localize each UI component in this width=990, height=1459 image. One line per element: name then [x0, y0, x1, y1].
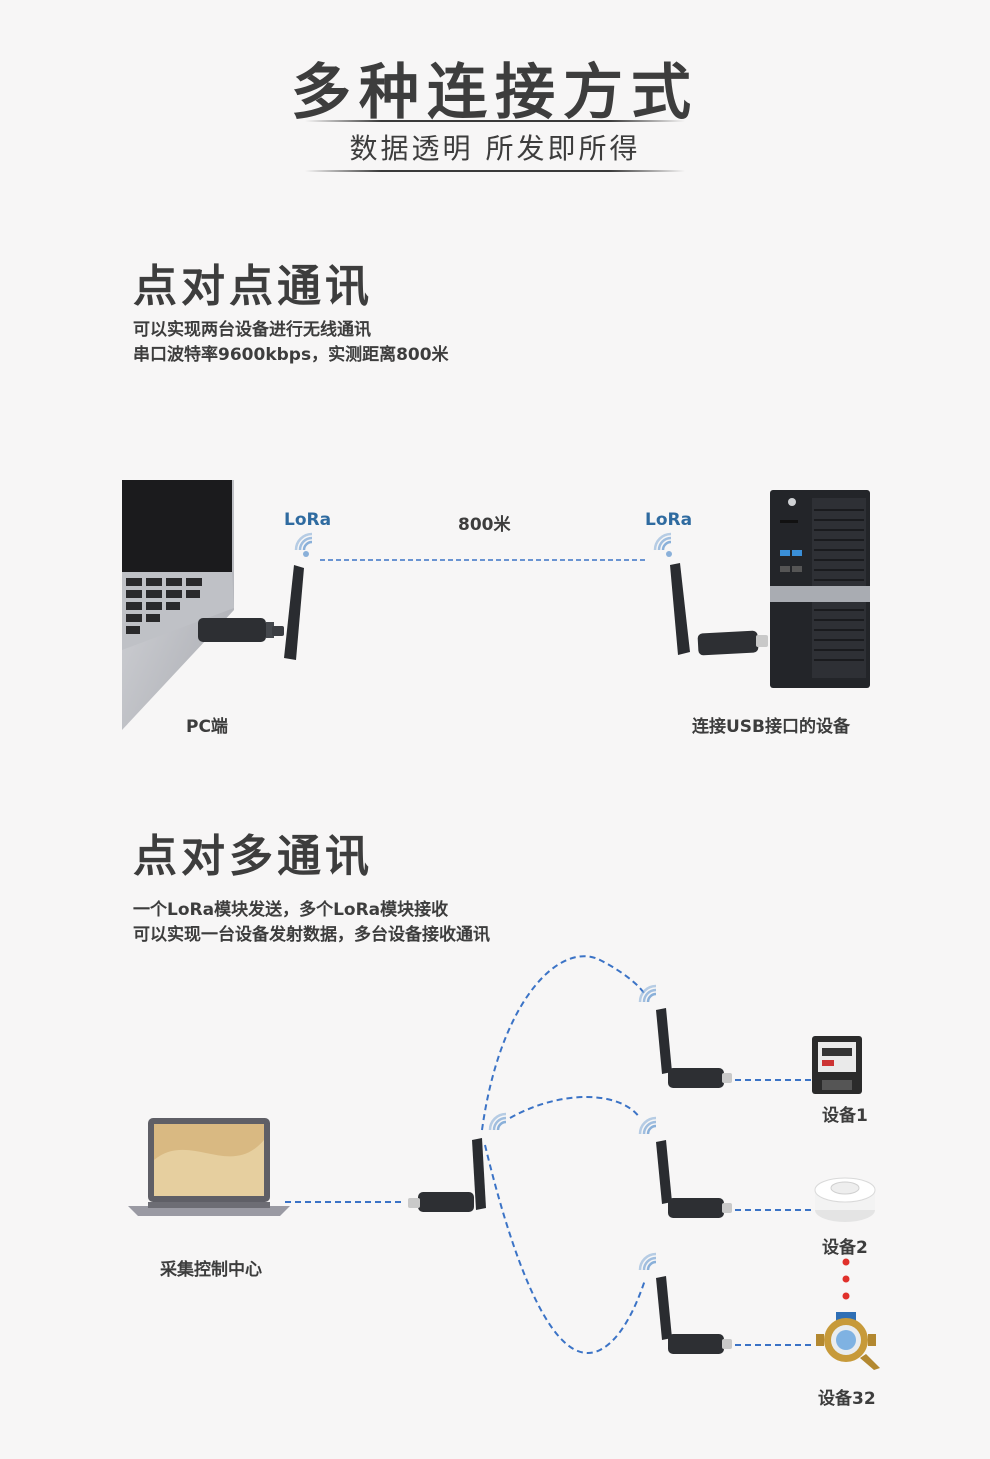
p2p-desc-line2: 串口波特率9600kbps，实测距离800米 — [133, 345, 449, 365]
p2mp-section-title: 点对多通讯 — [133, 831, 373, 882]
device1-label: 设备1 — [822, 1106, 868, 1126]
page-subtitle: 数据透明 所发即所得 — [349, 132, 641, 165]
p2mp-desc-line1: 一个LoRa模块发送，多个LoRa模块接收 — [133, 900, 449, 920]
p2mp-network-diagram — [128, 955, 880, 1370]
center-lora-module — [408, 1138, 486, 1212]
control-center-laptop — [128, 1118, 290, 1216]
receiver-signal-icon-2 — [638, 1116, 657, 1135]
signal-left-icon — [294, 532, 313, 557]
receiver-signal-icon-32 — [638, 1252, 657, 1271]
laptop-image — [122, 480, 234, 730]
receiver-signal-icon-1 — [638, 984, 657, 1003]
p2p-section-title: 点对点通讯 — [133, 261, 373, 312]
arc-to-device32 — [484, 1144, 646, 1354]
p2p-desc-line1: 可以实现两台设备进行无线通讯 — [133, 320, 371, 340]
electric-meter-icon — [812, 1036, 862, 1094]
receiver-lora-module-2 — [656, 1140, 732, 1218]
subtitle-top-rule — [305, 120, 685, 122]
control-center-label: 采集控制中心 — [160, 1260, 262, 1280]
receiver-lora-module-32 — [656, 1276, 732, 1354]
lora-module-left — [198, 565, 304, 660]
smoke-detector-icon — [814, 1177, 876, 1222]
device2-label: 设备2 — [822, 1238, 868, 1258]
usb-device-label: 连接USB接口的设备 — [692, 717, 851, 737]
more-devices-dots — [842, 1258, 850, 1300]
desktop-tower-image — [770, 490, 870, 688]
lora-module-right — [670, 563, 768, 656]
arc-to-device2 — [509, 1096, 641, 1119]
pc-label: PC端 — [186, 717, 228, 737]
p2mp-desc-line2: 可以实现一台设备发射数据，多台设备接收通讯 — [133, 925, 490, 945]
subtitle-bottom-rule — [305, 170, 685, 172]
lora-left-label: LoRa — [284, 510, 332, 530]
page-title: 多种连接方式 — [291, 58, 699, 128]
center-signal-icon — [488, 1112, 507, 1131]
water-meter-icon — [816, 1312, 880, 1370]
receiver-lora-module-1 — [656, 1008, 732, 1088]
signal-right-icon — [653, 532, 672, 557]
device32-label: 设备32 — [818, 1389, 876, 1409]
lora-right-label: LoRa — [645, 510, 693, 530]
distance-label: 800米 — [458, 515, 511, 535]
p2p-link-line — [320, 559, 645, 561]
arc-to-device1 — [481, 955, 646, 1131]
